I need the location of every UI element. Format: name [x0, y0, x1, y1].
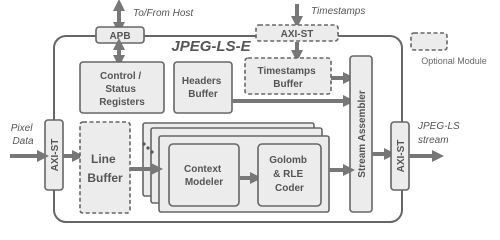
golomb-rle-coder-label: Golomb & RLE Coder	[269, 155, 310, 194]
headers-buffer-box	[173, 61, 233, 114]
timestamps-buffer-label: Timestamps Buffer	[258, 66, 319, 90]
to-from-host-label: To/From Host	[133, 8, 194, 19]
line-buffer-box	[79, 121, 131, 214]
context-modeler-box	[168, 143, 240, 207]
axi-st-output-label: AXI-ST	[396, 140, 407, 173]
stack-dot-3	[150, 150, 154, 154]
control-status-registers-box	[79, 61, 165, 114]
jpeg-ls-e-block-diagram: JPEG-LS-E To/From Host APB Timestamps AX…	[10, 0, 487, 223]
stream-assembler-box	[349, 55, 373, 213]
module-title: JPEG-LS-E	[171, 38, 251, 55]
context-modeler-label: Context Modeler	[184, 164, 224, 188]
headers-buffer-label: Headers Buffer	[182, 76, 224, 100]
jpeg-ls-stream-label: JPEG-LS stream	[417, 121, 462, 146]
optional-module-legend-label: Optional Module	[421, 56, 487, 66]
pixel-data-label: Pixel Data	[11, 123, 35, 147]
golomb-rle-coder-box	[257, 143, 322, 207]
axi-st-input-label: AXI-ST	[50, 139, 61, 172]
line-buffer-label: Line Buffer	[87, 152, 123, 185]
stack-dot-2	[146, 146, 150, 150]
timestamps-label: Timestamps	[311, 6, 365, 17]
stack-dot-1	[142, 142, 146, 146]
apb-label: APB	[109, 31, 130, 42]
axi-st-timestamps-label: AXI-ST	[281, 29, 314, 40]
control-status-registers-label: Control / Status Registers	[99, 71, 145, 108]
axi-st-timestamps-box	[255, 24, 339, 42]
optional-module-legend-box	[410, 32, 448, 51]
stream-assembler-label: Stream Assembler	[357, 90, 368, 178]
